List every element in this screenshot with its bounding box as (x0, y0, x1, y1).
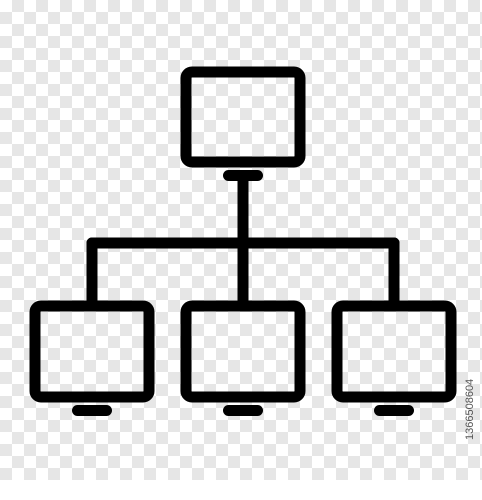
right-monitor-screen (331, 300, 457, 403)
center-monitor-stand (223, 405, 263, 416)
right-monitor-stand (374, 405, 414, 416)
stock-id-watermark: 1366508604 (464, 378, 476, 440)
top-monitor-screen (180, 66, 306, 168)
left-monitor-stand (72, 405, 112, 416)
top-monitor-stand (223, 170, 263, 181)
center-monitor-screen (180, 300, 306, 403)
watermark-strip (0, 480, 482, 500)
left-monitor-screen (29, 300, 155, 403)
